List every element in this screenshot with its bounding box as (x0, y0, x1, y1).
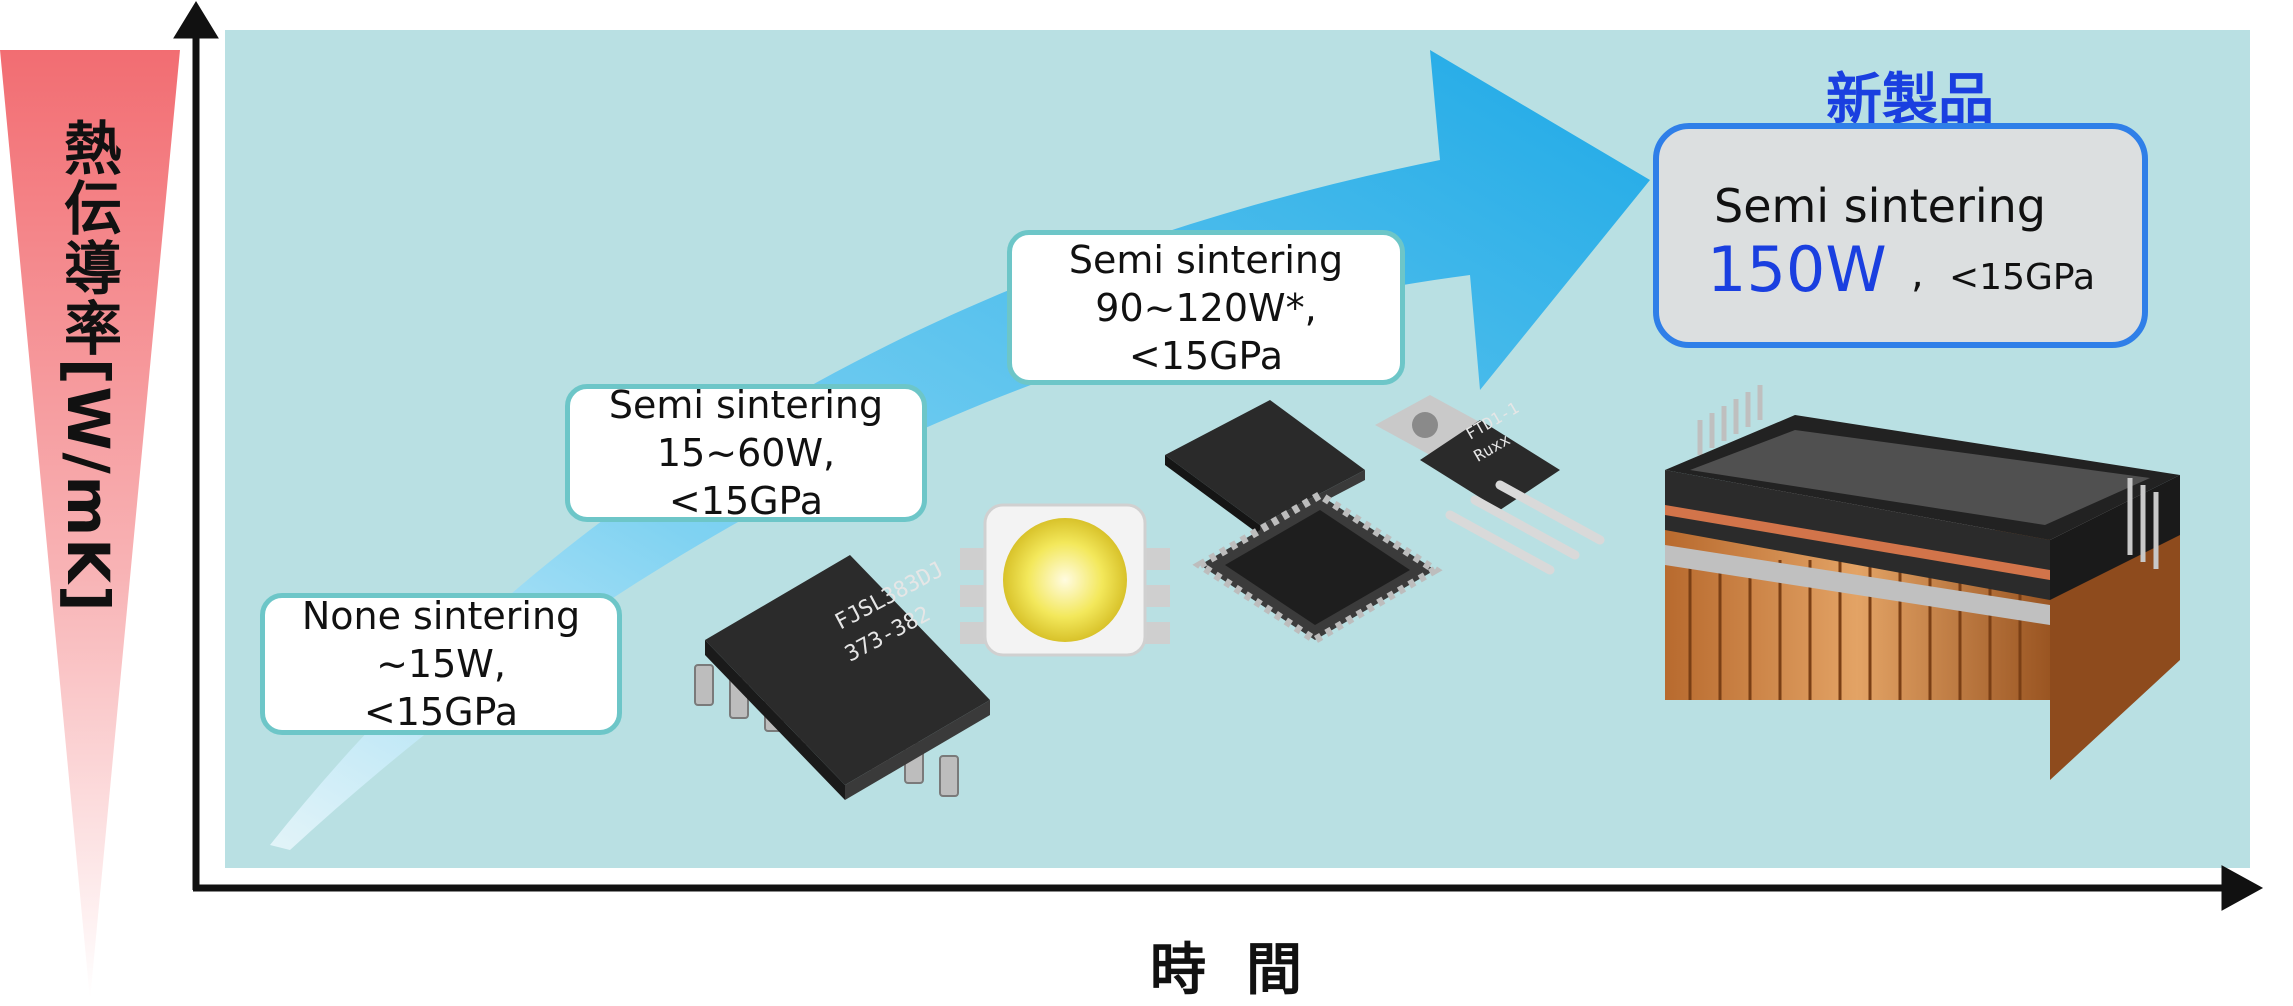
stage-3-line-2: 90~120W*, (1095, 285, 1317, 330)
new-product-box: Semi sintering 150W , <15GPa (1653, 123, 2148, 348)
stage-2-line-3: <15GPa (668, 479, 824, 523)
stage-3-line-3: <15GPa (1128, 333, 1284, 378)
stage-box-semi-sintering-mid: Semi sintering 90~120W*, <15GPa (1007, 230, 1405, 385)
new-product-name: Semi sintering (1714, 179, 2046, 233)
stage-2-line-1: Semi sintering (608, 383, 884, 427)
y-axis-label: 熱伝導率[W/mK] (54, 118, 122, 614)
stage-2-line-2: 15~60W, (656, 431, 836, 475)
new-product-pressure: <15GPa (1949, 257, 2096, 298)
stage-box-semi-sintering-low: Semi sintering 15~60W, <15GPa (565, 383, 927, 523)
stage-1-line-1: None sintering (301, 594, 581, 638)
new-product-title: 新製品 (1826, 68, 1994, 133)
new-product-power: 150W (1707, 233, 1887, 306)
stage-3-line-1: Semi sintering (1068, 237, 1344, 282)
stage-1-line-2: ~15W, (376, 642, 506, 686)
x-axis-label: 時間 (1150, 938, 1342, 1003)
new-product-separator: , (1911, 251, 1924, 297)
thermal-gradient-wedge (0, 50, 180, 1000)
stage-box-none-sintering: None sintering ~15W, <15GPa (260, 593, 622, 735)
stage-1-line-3: <15GPa (363, 690, 519, 734)
